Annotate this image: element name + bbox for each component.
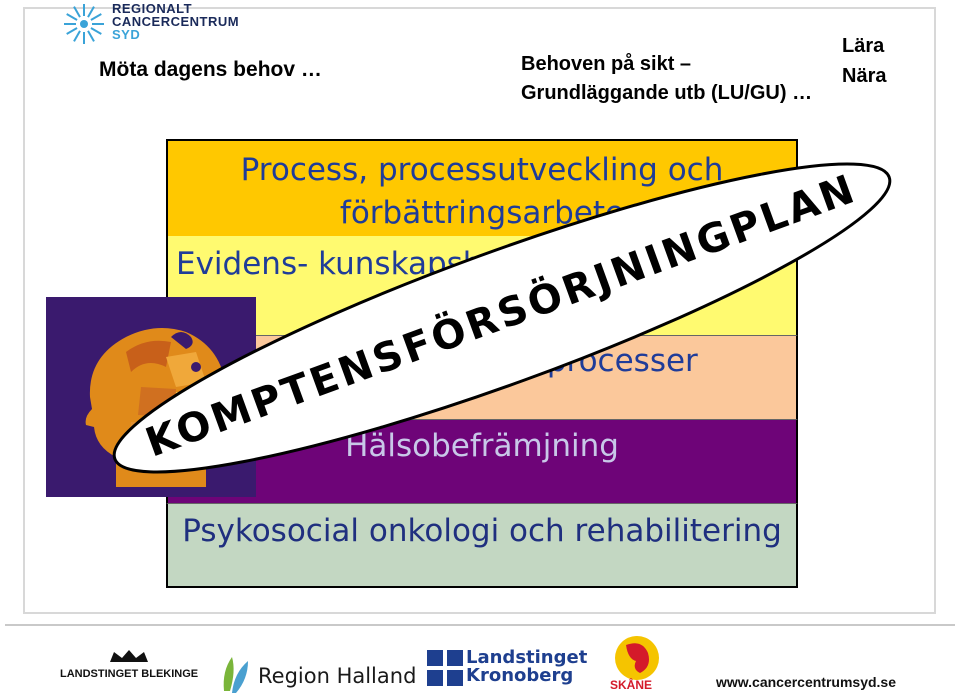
band-integrated: integrerade processer — [166, 335, 798, 419]
footer-url[interactable]: www.cancercentrumsyd.se — [716, 674, 897, 690]
band-rehab: Psykosocial onkologi och rehabilitering — [166, 503, 798, 588]
header-center: Behoven på sikt – Grundläggande utb (LU/… — [521, 50, 812, 108]
band-health: Hälsobefrämjning — [166, 419, 798, 503]
band-evidence-text: Evidens- kunskapsbaserad — [176, 246, 589, 282]
puzzle-head-image — [46, 297, 256, 497]
blekinge-crown-icon — [110, 650, 148, 662]
footer-skane: SKÅNE — [610, 678, 653, 692]
band-evidence-tail: pad — [708, 246, 767, 282]
footer-kronoberg-line2: Kronoberg — [466, 665, 574, 686]
header-center-line1: Behoven på sikt – — [521, 53, 692, 75]
band-evidence-label: Evidens- kunskapsbaserad pad — [176, 246, 796, 282]
band-rehab-label: Psykosocial onkologi och rehabilitering — [182, 513, 782, 549]
band-process-label: Process, processutveckling och förbättri… — [240, 152, 724, 231]
footer-kronoberg: Landstinget Kronoberg — [466, 649, 587, 685]
header-right: Lära Nära — [842, 31, 886, 91]
rcc-sun-icon — [64, 4, 104, 44]
header-left: Möta dagens behov … — [99, 58, 322, 81]
header-right-line2: Nära — [842, 65, 887, 87]
kronoberg-grid-icon — [427, 650, 463, 686]
header-center-line2: Grundläggande utb (LU/GU) … — [521, 82, 813, 104]
skane-griffin-icon — [615, 636, 659, 680]
footer-halland: Region Halland — [258, 664, 417, 688]
footer-blekinge: LANDSTINGET BLEKINGE — [60, 668, 199, 680]
header-right-line1: Lära — [842, 35, 885, 57]
band-health-label: Hälsobefrämjning — [345, 428, 619, 464]
rcc-logo: REGIONALT CANCERCENTRUM SYD — [62, 2, 239, 46]
band-process: Process, processutveckling och förbättri… — [166, 139, 798, 236]
footer-kronoberg-line1: Landstinget — [466, 647, 588, 668]
logo-line1: REGIONALT — [112, 1, 193, 16]
slide-frame — [23, 7, 936, 614]
band-evidence: Evidens- kunskapsbaserad pad — [166, 236, 798, 335]
band-integrated-label: integrerade processer — [356, 343, 698, 379]
logo-line3: SYD — [112, 27, 141, 42]
footer-divider — [5, 624, 955, 626]
halland-leaf-icon — [223, 657, 248, 693]
logo-line2: CANCERCENTRUM — [112, 14, 240, 29]
